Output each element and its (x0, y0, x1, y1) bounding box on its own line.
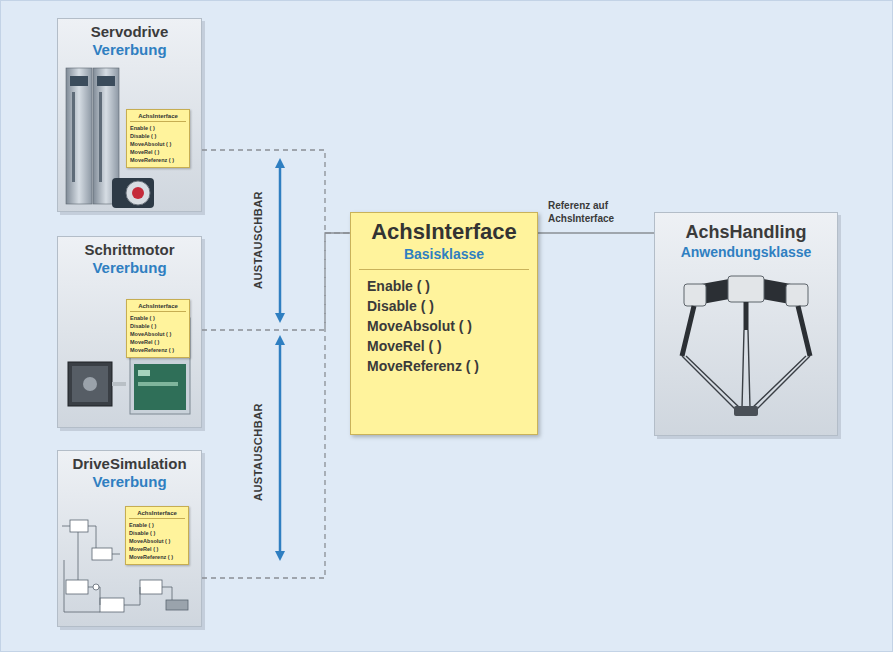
node-text: MoveReferenz ( ) (130, 346, 186, 354)
rotated-label: AUSTAUSCHBAR (252, 191, 264, 289)
node-title: AchsInterface (129, 509, 185, 519)
node-text: Disable ( ) (359, 296, 529, 316)
node-title: DriveSimulation (58, 455, 201, 473)
delta-robot (682, 276, 810, 416)
inheritance-line (202, 150, 350, 233)
node-text: Disable ( ) (129, 529, 185, 537)
application-panel: AchsHandlingAnwendungsklasse (654, 212, 838, 436)
class-thumbnail: AchsInterfaceEnable ( )Disable ( )MoveAb… (126, 109, 190, 168)
node-text: Anwendungsklasse (655, 243, 837, 261)
node-text: Disable ( ) (130, 132, 186, 140)
node-text: Vererbung (58, 473, 201, 491)
component-panel: ServodriveVererbungAchsInterfaceEnable (… (57, 18, 202, 212)
node-text: Enable ( ) (359, 276, 529, 296)
base-class-box: AchsInterfaceBasisklasseEnable ( )Disabl… (350, 212, 538, 435)
node-text: MoveRel ( ) (359, 336, 529, 356)
node-title: AchsInterface (130, 302, 186, 312)
edge-label: Referenz auf AchsInterface (548, 199, 638, 225)
node-text: MoveReferenz ( ) (129, 553, 185, 561)
node-title: AchsHandling (655, 221, 837, 243)
component-panel: DriveSimulationVererbungAchsInterfaceEna… (57, 450, 202, 627)
node-text: Enable ( ) (130, 314, 186, 322)
node-text: MoveRel ( ) (130, 338, 186, 346)
node-text: MoveAbsolut ( ) (129, 537, 185, 545)
panel-ground (57, 18, 841, 630)
node-text: Enable ( ) (129, 521, 185, 529)
node-title: AchsInterface (359, 219, 529, 245)
node-text: Enable ( ) (130, 124, 186, 132)
node-text: MoveAbsolut ( ) (130, 330, 186, 338)
node-text: Disable ( ) (130, 322, 186, 330)
node-text: MoveAbsolut ( ) (130, 140, 186, 148)
node-title: Schrittmotor (58, 241, 201, 259)
class-thumbnail: AchsInterfaceEnable ( )Disable ( )MoveAb… (126, 299, 190, 358)
node-text: Vererbung (58, 41, 201, 59)
node-text: MoveReferenz ( ) (359, 356, 529, 376)
node-text: MoveRel ( ) (129, 545, 185, 553)
node-text: Vererbung (58, 259, 201, 277)
inheritance-line (202, 233, 350, 330)
node-text: Basisklasse (359, 245, 529, 270)
node-text: MoveAbsolut ( ) (359, 316, 529, 336)
reference-line (538, 232, 654, 234)
rotated-label: AUSTAUSCHBAR (252, 403, 264, 501)
component-panel: SchrittmotorVererbungAchsInterfaceEnable… (57, 236, 202, 428)
node-text: MoveReferenz ( ) (130, 156, 186, 164)
class-thumbnail: AchsInterfaceEnable ( )Disable ( )MoveAb… (125, 506, 189, 565)
node-title: AchsInterface (130, 112, 186, 122)
node-title: Servodrive (58, 23, 201, 41)
inheritance-line (202, 233, 350, 578)
exchange-arrow (280, 163, 281, 556)
node-text: MoveRel ( ) (130, 148, 186, 156)
